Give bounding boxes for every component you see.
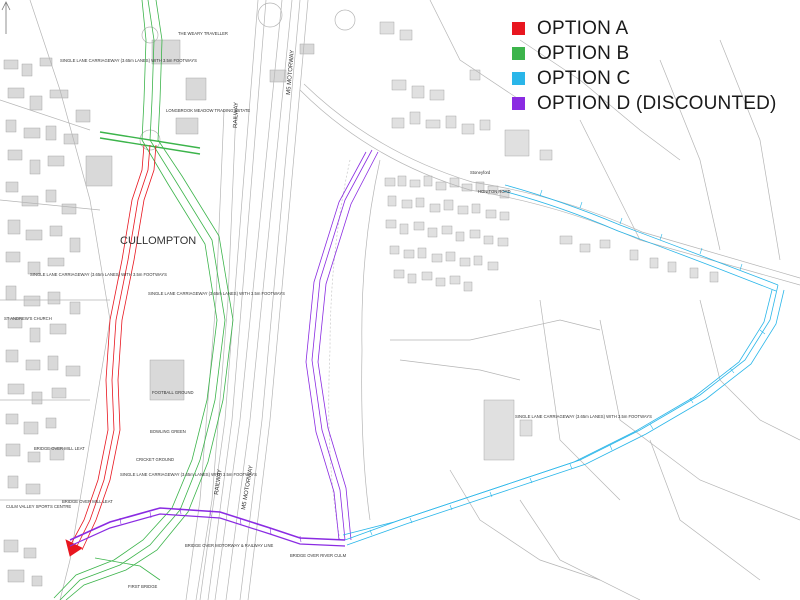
- legend-item-option-b: OPTION B: [512, 43, 777, 64]
- map-legend: OPTION A OPTION B OPTION C OPTION D (DIS…: [512, 18, 777, 114]
- estate-buildings: [379, 21, 719, 461]
- carriageway-label-a: SINGLE LANE CARRIAGEWAY (3.65m LANES) WI…: [30, 272, 167, 277]
- carriageway-label-c: SINGLE LANE CARRIAGEWAY (3.65m LANES) WI…: [515, 414, 652, 419]
- weary-traveller-label: THE WEARY TRAVELLER: [178, 31, 228, 36]
- railway-label-south: RAILWAY: [214, 469, 224, 495]
- mill-leat-bridge-label-2: BRIDGE OVER MILL LEAT: [62, 499, 113, 504]
- carriageway-label-south: SINGLE LANE CARRIAGEWAY (3.65m LANES) WI…: [120, 472, 257, 477]
- legend-label-option-c: OPTION C: [537, 67, 631, 89]
- legend-label-option-d: OPTION D (DISCOUNTED): [537, 92, 777, 114]
- church-label: ST ANDREW'S CHURCH: [4, 316, 52, 321]
- legend-label-option-a: OPTION A: [537, 17, 629, 39]
- option-c-swatch: [512, 72, 525, 85]
- legend-item-option-c: OPTION C: [512, 68, 777, 89]
- legend-item-option-a: OPTION A: [512, 18, 777, 39]
- chainage-ticks: [119, 189, 766, 543]
- railway-label-north: RAILWAY: [233, 102, 240, 128]
- legend-label-option-b: OPTION B: [537, 42, 630, 64]
- carriageway-label-b1: SINGLE LANE CARRIAGEWAY (3.65m LANES) WI…: [60, 58, 197, 63]
- honiton-road-label: HONITON ROAD: [478, 189, 511, 194]
- town-buildings: [3, 39, 315, 587]
- river-culm-bridge-label: BRIDGE OVER RIVER CULM: [290, 553, 347, 558]
- option-a-swatch: [512, 22, 525, 35]
- option-d-swatch: [512, 97, 525, 110]
- mill-leat-bridge-label: BRIDGE OVER MILL LEAT: [34, 446, 85, 451]
- motorway-label-north: M5 MOTORWAY: [286, 50, 296, 95]
- option-b-swatch: [512, 47, 525, 60]
- cricket-ground-label: CRICKET GROUND: [136, 457, 174, 462]
- motorway-bridge-label: BRIDGE OVER MOTORWAY & RAILWAY LINE: [185, 543, 273, 548]
- town-label: CULLOMPTON: [120, 235, 196, 247]
- carriageway-label-b2: SINGLE LANE CARRIAGEWAY (3.65m LANES) WI…: [148, 291, 285, 296]
- trading-estate-label: LONGBROOK MEADOW TRADING ESTATE: [166, 108, 250, 113]
- option-d-route[interactable]: [69, 149, 379, 547]
- first-bridge-label: FIRST BRIDGE: [128, 584, 157, 589]
- option-a-route[interactable]: [65, 144, 157, 557]
- legend-item-option-d: OPTION D (DISCOUNTED): [512, 93, 777, 114]
- option-b-route[interactable]: [53, 0, 234, 600]
- option-c-route[interactable]: [342, 184, 785, 546]
- football-ground-label: FOOTBALL GROUND: [152, 390, 194, 395]
- north-arrow-icon: [1, 1, 11, 34]
- sports-centre-label: CULM VALLEY SPORTS CENTRE: [6, 504, 71, 509]
- bowling-green-label: BOWLING GREEN: [150, 429, 186, 434]
- stoneyford-label: Stoneyford: [470, 170, 491, 175]
